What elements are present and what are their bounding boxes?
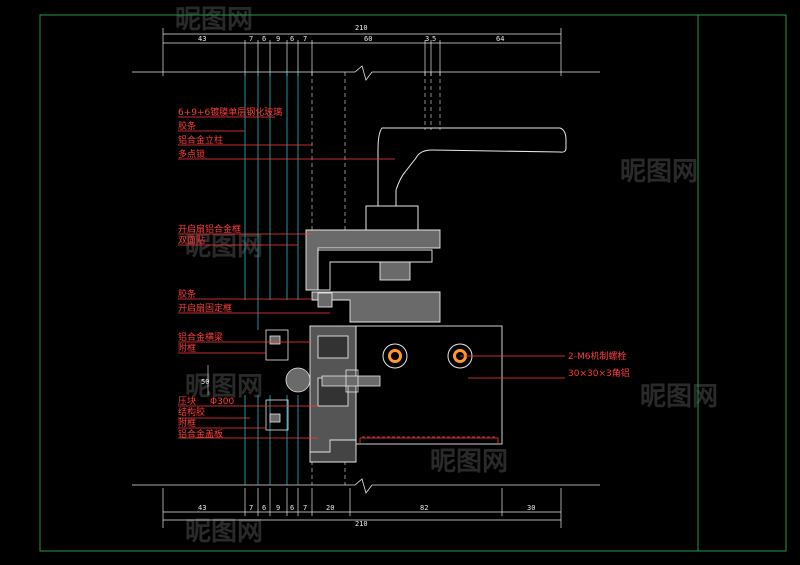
dim-bottom-seg: 9 bbox=[276, 504, 280, 512]
dim-top-seg: 7 bbox=[303, 35, 307, 43]
watermark-text: 昵图网 bbox=[430, 447, 508, 477]
transom-profile bbox=[309, 325, 503, 463]
watermark: 昵图网 昵图网 昵图网 昵图网 昵图网 昵图网 昵图网 bbox=[175, 5, 718, 547]
dim-top-seg: 7 bbox=[249, 35, 253, 43]
drawing-frame bbox=[39, 14, 787, 552]
dim-top-seg: 6 bbox=[262, 35, 266, 43]
dim-top-seg: 5 bbox=[432, 35, 436, 43]
label-aux-frame-2: 附框 bbox=[178, 417, 196, 429]
dim-bottom-seg: 6 bbox=[290, 504, 294, 512]
dim-top-total: 210 bbox=[355, 24, 368, 32]
label-aux-frame: 附框 bbox=[178, 342, 196, 354]
backer-rod bbox=[285, 367, 311, 393]
label-rod: Φ300 bbox=[210, 397, 235, 407]
hidden-lines bbox=[311, 72, 441, 485]
label-multipoint-lock: 多点锁 bbox=[178, 148, 205, 160]
dim-bottom-seg: 20 bbox=[326, 504, 334, 512]
label-bolts: 2-M6机制螺栓 bbox=[568, 350, 626, 362]
label-rubber-strip: 胶条 bbox=[178, 288, 196, 300]
lock-body bbox=[365, 205, 419, 231]
label-sash-fixed-frame: 开启扇固定框 bbox=[178, 302, 232, 314]
bottom-dimension bbox=[162, 488, 562, 528]
horizontal-bolt bbox=[321, 369, 381, 393]
aux-frame bbox=[265, 329, 289, 431]
label-sash-frame: 开启扇铝合金框 bbox=[178, 223, 241, 235]
dim-bottom-seg: 43 bbox=[198, 504, 206, 512]
watermark-text: 昵图网 bbox=[185, 372, 263, 402]
dim-side: 50 bbox=[201, 378, 209, 386]
label-structural-glue: 结构胶 bbox=[178, 406, 205, 418]
label-glass: 6+9+6镀膜单层钢化玻璃 bbox=[178, 106, 282, 118]
dim-top-seg: 64 bbox=[496, 35, 504, 43]
angle-profile bbox=[359, 436, 499, 444]
label-double-tape: 双面贴 bbox=[178, 234, 205, 246]
dim-top-seg: 9 bbox=[276, 35, 280, 43]
label-angle: 30×30×3角铝 bbox=[568, 367, 630, 379]
label-cover-plate: 铝合金盖板 bbox=[178, 428, 223, 440]
dim-top-seg: 60 bbox=[364, 35, 372, 43]
dim-bottom-seg: 6 bbox=[262, 504, 266, 512]
label-pressure-block: 压块 bbox=[178, 395, 196, 407]
dim-bottom-seg: 30 bbox=[527, 504, 535, 512]
dim-bottom-seg: 7 bbox=[303, 504, 307, 512]
watermark-text: 昵图网 bbox=[640, 382, 718, 412]
handle-shape bbox=[377, 127, 567, 207]
dim-bottom-seg: 7 bbox=[249, 504, 253, 512]
dim-bottom-total: 210 bbox=[355, 520, 368, 528]
top-dimension bbox=[162, 28, 562, 76]
dim-top-seg: 6 bbox=[290, 35, 294, 43]
dim-top-seg: 3 bbox=[425, 35, 429, 43]
dim-bottom-seg: 82 bbox=[420, 504, 428, 512]
label-sealant: 胶条 bbox=[178, 120, 196, 132]
watermark-text: 昵图网 bbox=[185, 232, 263, 262]
label-mullion: 铝合金立柱 bbox=[178, 134, 223, 146]
watermark-text: 昵图网 bbox=[185, 517, 263, 547]
sash-frame-profile bbox=[305, 229, 441, 323]
leader-lines bbox=[178, 116, 565, 439]
bolt-left bbox=[382, 343, 408, 369]
glass-panel bbox=[244, 72, 299, 485]
watermark-text: 昵图网 bbox=[175, 5, 253, 35]
watermark-text: 昵图网 bbox=[620, 157, 698, 187]
break-lines bbox=[132, 65, 600, 494]
label-transom: 铝合金横梁 bbox=[178, 331, 223, 343]
dim-top-seg: 43 bbox=[198, 35, 206, 43]
